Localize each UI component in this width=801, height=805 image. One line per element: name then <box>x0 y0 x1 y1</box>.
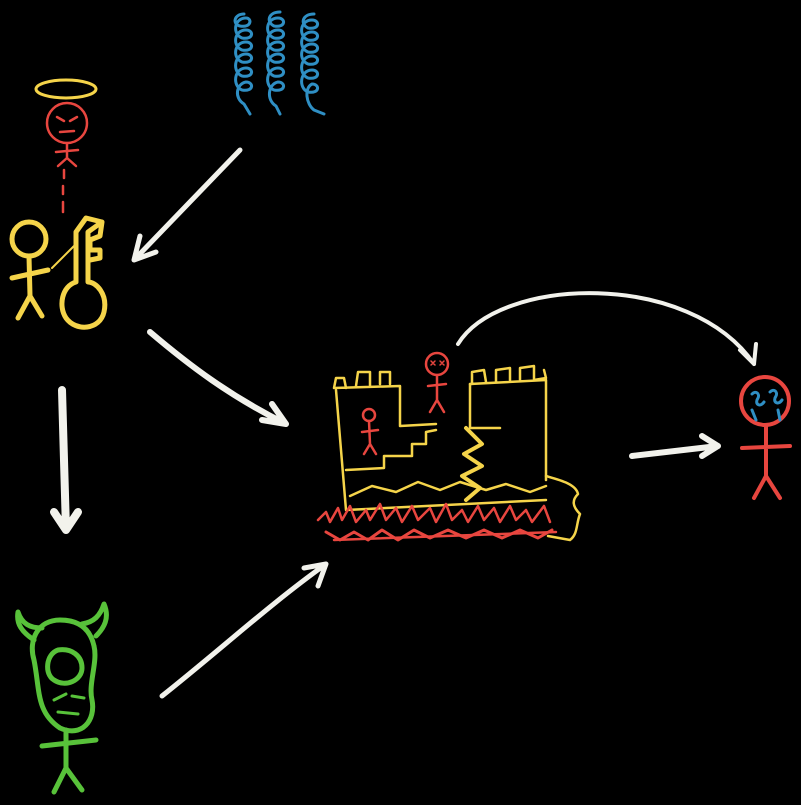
demon-horn-left <box>15 609 45 643</box>
castle-left-tower <box>332 370 438 428</box>
castle-fire <box>316 502 552 524</box>
arrow-keyholder-to-castle <box>147 329 289 427</box>
inner-figure-body <box>360 419 380 456</box>
prisoner-body <box>426 373 448 414</box>
arrow-castle-to-crying <box>629 433 721 459</box>
castle-walls <box>334 382 548 512</box>
stick-figure-with-key-icon <box>9 215 108 330</box>
halo-icon <box>34 78 98 100</box>
angel-face <box>55 115 79 134</box>
castle-lightning <box>460 426 484 502</box>
horned-demon-icon <box>15 601 109 795</box>
demon-inner-loop <box>45 647 85 686</box>
crying-body <box>740 423 792 500</box>
spiral-coil-2 <box>266 10 285 116</box>
inner-figure-head <box>361 407 377 423</box>
arrows <box>50 147 758 699</box>
castle-right-annex <box>544 474 582 542</box>
prisoner-head <box>424 351 450 377</box>
arrow-spirals-to-keyholder <box>131 147 243 263</box>
burning-castle-icon <box>316 351 582 542</box>
halo-stick-figure-icon <box>34 78 98 214</box>
spiral-coil-3 <box>300 12 326 116</box>
tears-icon <box>750 388 784 422</box>
angel-head <box>45 101 89 145</box>
castle-foundation <box>332 530 558 542</box>
keyholder-body <box>9 253 51 321</box>
keyholder-hand-line <box>51 245 75 269</box>
keyholder-head <box>9 219 49 259</box>
arrow-prisoner-to-crying <box>456 291 758 366</box>
castle-right-tower <box>468 364 548 482</box>
arrow-demon-to-castle <box>159 561 329 699</box>
coil-spirals-icon <box>233 10 326 116</box>
arrow-keyholder-to-demon <box>50 386 82 534</box>
prisoner-face <box>430 360 445 366</box>
demon-face <box>52 692 86 716</box>
angel-lineage-dashes <box>61 168 66 214</box>
spiral-coil-1 <box>233 12 253 116</box>
key-icon <box>59 215 108 330</box>
angel-body <box>54 141 80 168</box>
castle-stairs <box>344 428 438 472</box>
demon-head <box>29 617 98 734</box>
castle-flame-line <box>348 480 548 498</box>
crying-stick-figure-icon <box>739 375 792 500</box>
demon-body <box>39 727 99 795</box>
demon-horn-right <box>79 601 109 639</box>
